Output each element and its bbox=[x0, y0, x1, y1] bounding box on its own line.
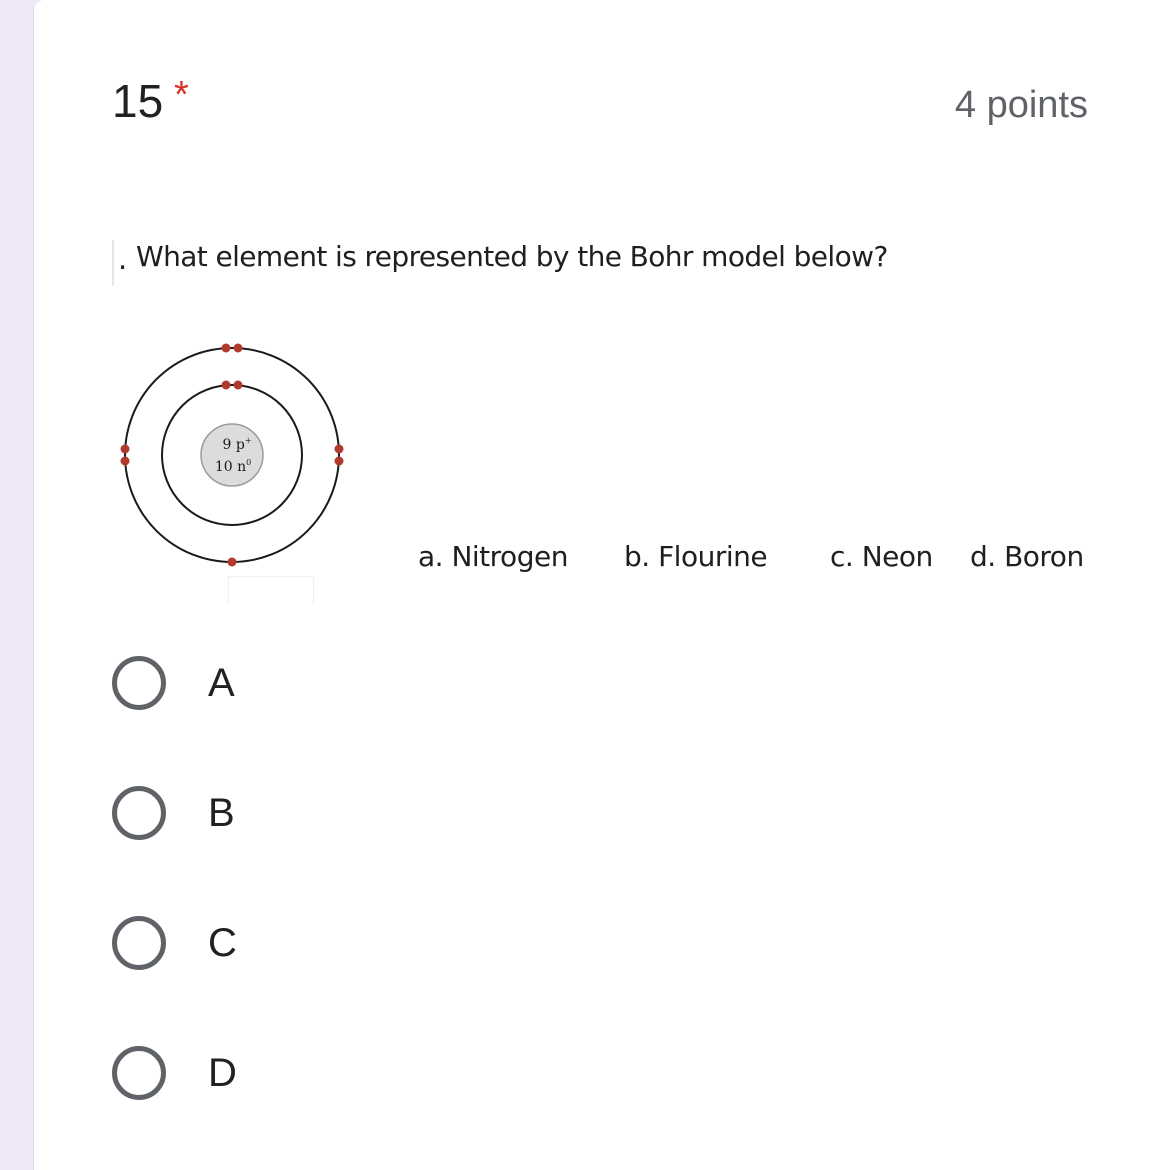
question-prompt: What element is represented by the Bohr … bbox=[136, 240, 888, 273]
option-b-label: B bbox=[208, 790, 235, 835]
nucleus-protons: 9 p+ bbox=[222, 436, 251, 453]
option-d-label: D bbox=[208, 1050, 237, 1095]
radio-button-c[interactable] bbox=[112, 916, 166, 970]
electron bbox=[233, 343, 243, 353]
electron bbox=[221, 343, 231, 353]
radio-button-a[interactable] bbox=[112, 656, 166, 710]
electron bbox=[227, 557, 237, 567]
question-prefix: . bbox=[118, 242, 128, 276]
electron bbox=[221, 380, 231, 390]
option-c[interactable]: C bbox=[112, 908, 237, 978]
option-b[interactable]: B bbox=[112, 778, 235, 848]
option-c-label: C bbox=[208, 920, 237, 965]
option-a[interactable]: A bbox=[112, 648, 235, 718]
required-asterisk: * bbox=[174, 74, 189, 116]
question-number: 15 bbox=[112, 75, 164, 127]
question-card: 15 * 4 points . What element is represen… bbox=[34, 0, 1166, 1170]
option-d[interactable]: D bbox=[112, 1038, 237, 1108]
electron bbox=[120, 444, 130, 454]
electron bbox=[334, 456, 344, 466]
radio-button-b[interactable] bbox=[112, 786, 166, 840]
choice-d-text: d. Boron bbox=[970, 540, 1084, 573]
bohr-model-diagram: 9 p+ 10 n0 bbox=[120, 343, 344, 567]
electron bbox=[120, 456, 130, 466]
question-points: 4 points bbox=[954, 84, 1088, 126]
electron bbox=[233, 380, 243, 390]
choice-b-text: b. Flourine bbox=[624, 540, 768, 573]
nucleus-neutrons: 10 n0 bbox=[215, 458, 251, 475]
image-crop-edge bbox=[112, 240, 114, 286]
inner-shell bbox=[161, 384, 303, 526]
choice-c-text: c. Neon bbox=[830, 540, 933, 573]
electron bbox=[334, 444, 344, 454]
question-image: . What element is represented by the Boh… bbox=[112, 228, 1112, 608]
radio-button-d[interactable] bbox=[112, 1046, 166, 1100]
option-a-label: A bbox=[208, 660, 235, 705]
nucleus bbox=[200, 423, 264, 487]
choice-a-text: a. Nitrogen bbox=[418, 540, 568, 573]
image-artifact bbox=[228, 576, 314, 605]
